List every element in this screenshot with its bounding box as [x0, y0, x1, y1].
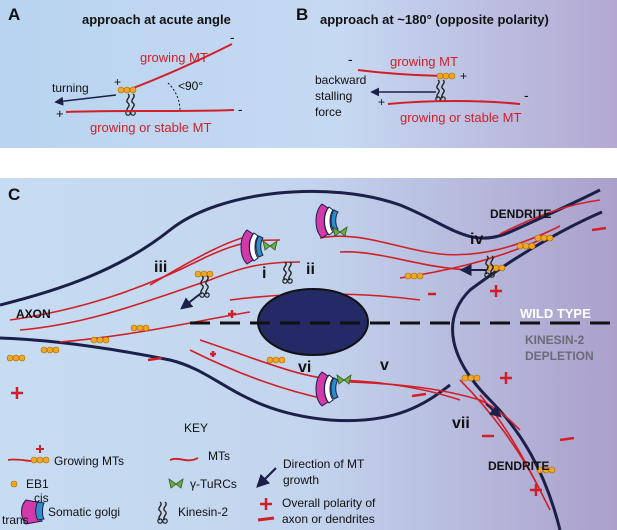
panel-b-stable-mt — [387, 100, 521, 105]
eb1-icon — [130, 324, 150, 332]
panel-c-letter: C — [8, 185, 20, 204]
panel-b-letter: B — [296, 5, 308, 24]
key-polarity-line2: axon or dendrites — [282, 512, 375, 526]
roman-i: i — [262, 265, 266, 282]
eb1-icon — [40, 346, 60, 354]
panel-a-angle-arc — [167, 82, 181, 111]
key-mts: MTs — [208, 449, 230, 463]
key-direction-line2: growth — [283, 473, 319, 487]
eb1-icon — [534, 234, 554, 242]
panel-a-growing-mt-label: growing MT — [140, 50, 208, 65]
neuron-outline-bottom — [0, 336, 451, 423]
panel-ab-background — [0, 0, 617, 148]
eb1-icon — [194, 270, 214, 278]
key-title: KEY — [184, 421, 208, 435]
panel-a-stable-mt — [65, 109, 235, 113]
key-kinesin2: Kinesin-2 — [178, 505, 228, 519]
panel-a-bottom-mt-label: growing or stable MT — [90, 120, 211, 135]
panel-b-minus-top: - — [348, 51, 353, 67]
panel-b-backward: backward — [315, 73, 366, 87]
eb1-icon — [461, 374, 481, 382]
eb1-icon — [266, 356, 286, 364]
panel-a-plus-left: + — [56, 106, 64, 121]
panel-a-title: approach at acute angle — [82, 12, 231, 27]
eb1-icon — [117, 86, 137, 94]
eb1-icon — [404, 272, 424, 280]
kinesin-depletion-line1: KINESIN-2 — [525, 333, 585, 347]
eb1-icon — [6, 354, 26, 362]
panel-b-minus-bottom: - — [524, 87, 529, 103]
roman-iii: iii — [154, 259, 167, 276]
eb1-icon — [516, 242, 536, 250]
key-polarity-line1: Overall polarity of — [282, 496, 376, 510]
key-eb1: EB1 — [26, 477, 49, 491]
panel-a-angle-label: <90° — [178, 79, 203, 93]
panel-b-force: force — [315, 105, 342, 119]
panel-a-turning-label: turning — [52, 81, 89, 95]
panel-b-plus-bottom: + — [378, 95, 385, 109]
key-gamma-turcs: γ-TuRCs — [190, 477, 237, 491]
panel-gap — [0, 148, 617, 178]
panel-a-minus-right: - — [238, 101, 243, 117]
polarity-marks — [11, 226, 607, 496]
arrow-icon — [180, 293, 201, 310]
roman-ii: ii — [306, 261, 315, 278]
neuron-outline-right — [451, 210, 603, 530]
key-direction-line1: Direction of MT — [283, 457, 365, 471]
eb1-icon — [486, 264, 506, 272]
dendrite-bottom-label: DENDRITE — [488, 459, 549, 473]
arrow-icon — [54, 94, 117, 106]
panel-b-stalling: stalling — [315, 89, 352, 103]
roman-v: v — [380, 357, 389, 374]
microtubules — [9, 199, 601, 511]
kinesin-depletion-line2: DEPLETION — [525, 349, 594, 363]
eb1-icon — [90, 336, 110, 344]
key-somatic-golgi: Somatic golgi — [48, 505, 120, 519]
panel-a-minus-top: - — [230, 29, 235, 45]
key-cis: cis — [34, 491, 49, 505]
eb1-icon — [30, 456, 50, 464]
panel-b-growing-mt-label: growing MT — [390, 54, 458, 69]
eb1-icon — [436, 72, 456, 80]
key: KEY Growing MTs MTs Direction of MT grow… — [2, 421, 376, 527]
axon-label: AXON — [16, 307, 51, 321]
panel-b: B approach at ~180° (opposite polarity) … — [296, 5, 549, 125]
key-growing-mts: Growing MTs — [54, 454, 124, 468]
eb1-icon — [10, 480, 18, 488]
key-trans: trans — [2, 513, 29, 527]
panel-c: C — [0, 185, 612, 530]
dendrite-top-label: DENDRITE — [490, 207, 551, 221]
panel-a-plus-top: + — [114, 75, 121, 89]
panel-b-title: approach at ~180° (opposite polarity) — [320, 12, 549, 27]
key-minus-mark — [257, 516, 275, 522]
roman-vii: vii — [452, 415, 470, 432]
roman-iv: iv — [470, 231, 483, 248]
arrow-icon — [256, 467, 277, 488]
panel-b-plus-top: + — [460, 69, 467, 83]
panel-b-bottom-mt-label: growing or stable MT — [400, 110, 521, 125]
key-mt-line — [169, 457, 199, 462]
arrow-icon — [485, 403, 502, 418]
neuron-outline-top — [0, 188, 601, 307]
panel-a: A approach at acute angle - growing MT +… — [8, 5, 243, 135]
panel-a-growing-mt — [127, 43, 233, 91]
roman-vi: vi — [298, 359, 311, 376]
panel-a-letter: A — [8, 5, 20, 24]
wild-type-label: WILD TYPE — [520, 306, 591, 321]
